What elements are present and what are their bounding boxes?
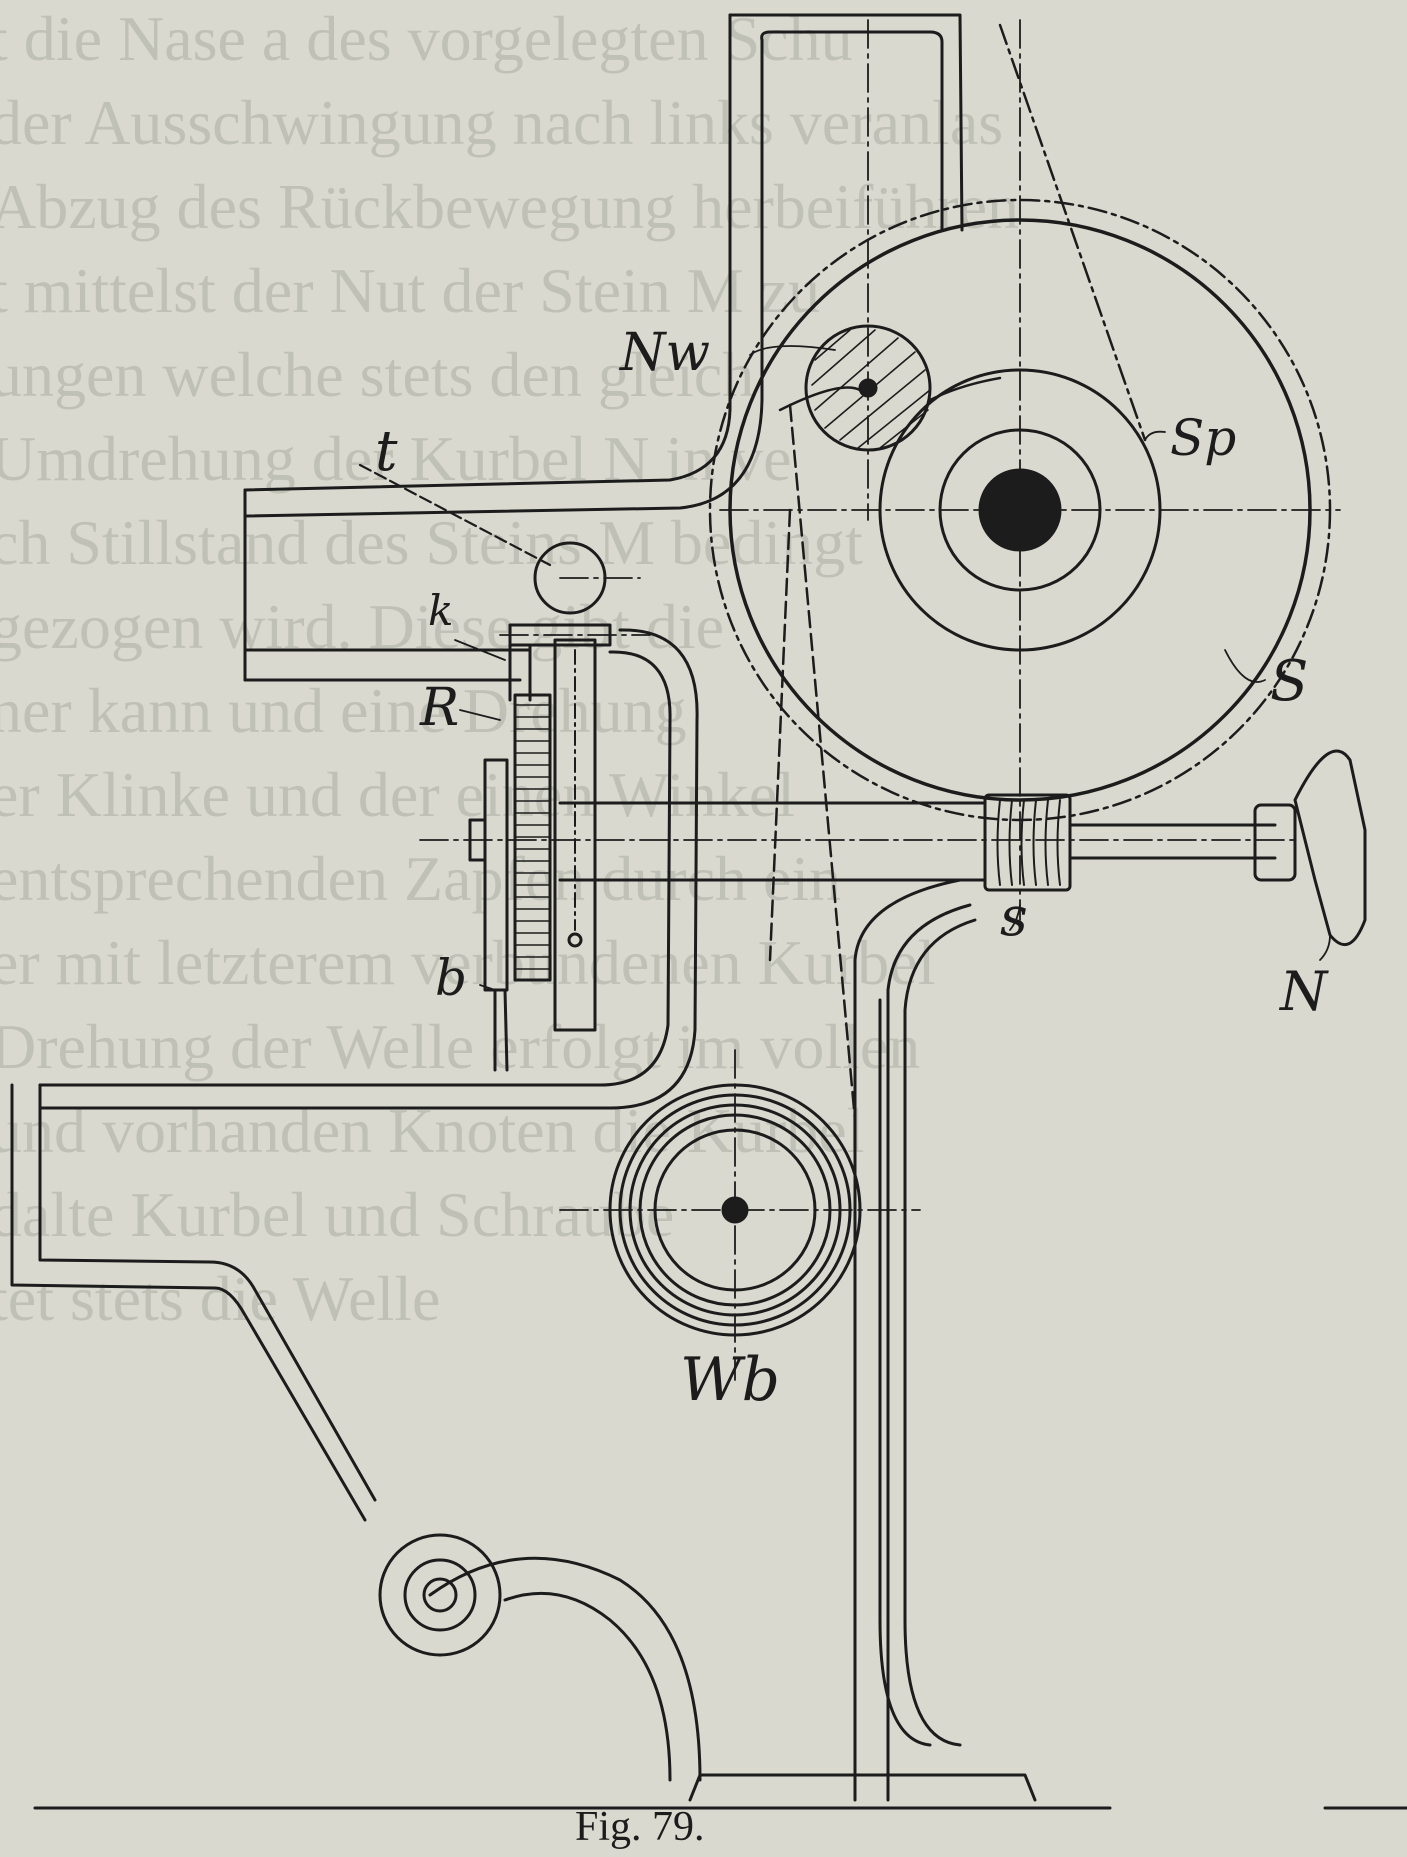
label-Sp: Sp: [1170, 409, 1236, 467]
label-b: b: [435, 949, 467, 1007]
thread-t: [358, 463, 552, 567]
bleed-through-line: t mittelst der Nut der Stein M zu: [0, 255, 820, 326]
bleed-through-line: der Ausschwingung nach links veranlas: [0, 87, 1003, 158]
bleed-through-line: dalte Kurbel und Schraube: [0, 1179, 674, 1250]
lower-frame: [10, 628, 699, 1522]
main-stand: [688, 878, 1037, 1802]
label-k: k: [428, 586, 453, 635]
label-Nw: Nw: [618, 323, 710, 383]
bleed-through-line: ner kann und eine Drehung: [0, 675, 687, 746]
ratchet-wheel-R: [513, 693, 552, 982]
worm-screw-s: [983, 793, 1072, 892]
base-arch: [428, 1556, 702, 1782]
bleed-through-line: tet stets die Welle: [0, 1263, 440, 1334]
centerlines: [419, 19, 1341, 1381]
bleed-through-line: Drehung der Welle erfolgt im vollen: [0, 1011, 920, 1082]
figure-caption: Fig. 79.: [575, 1804, 705, 1850]
bleed-through-line: t die Nase a des vorgelegten Schu: [0, 3, 853, 74]
main-beam: [243, 648, 532, 682]
bleed-through-line: er Klinke und der einen Winkel: [0, 759, 795, 830]
bleed-through-line: ungen welche stets den gleich: [0, 339, 754, 410]
label-R: R: [419, 678, 459, 738]
lever-bar: [553, 638, 597, 1032]
label-t: t: [375, 419, 398, 484]
label-Wb: Wb: [680, 1345, 780, 1415]
label-S: S: [1270, 649, 1308, 714]
bleed-through-line: Umdrehung der Kurbel N in ve: [0, 423, 792, 494]
leader-lines: [454, 345, 1331, 991]
crank-handle-N: [1253, 749, 1367, 947]
thread-lines: [768, 23, 1147, 1122]
label-s: s: [1000, 885, 1028, 948]
hinge-eye: [378, 1533, 502, 1657]
pawl-k: [508, 623, 612, 702]
label-N: N: [1278, 960, 1329, 1023]
bleed-through-line: Abzug des Rückbewegung herbeiführen: [0, 171, 1019, 242]
bleed-through-line: ch Stillstand des Steins M bedingt: [0, 507, 863, 578]
bleed-through-line: er mit letzterem verbundenen Kurbel: [0, 927, 935, 998]
